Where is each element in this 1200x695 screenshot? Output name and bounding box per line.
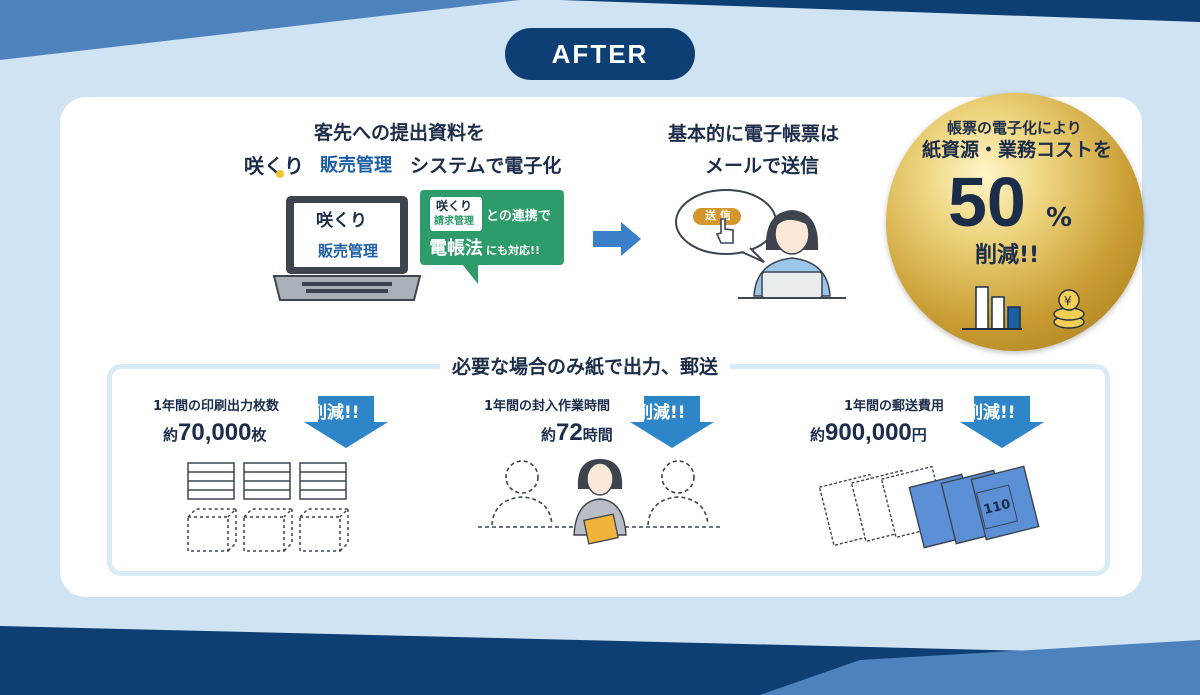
laptop-product: 販売管理 [318,242,379,260]
right-arrow-icon [593,222,641,256]
product-name: 販売管理 [320,155,392,176]
item2-down-arrow-icon [630,396,714,448]
bubble-law: 電帳法 [429,238,483,259]
step1-line2: システムで電子化 [410,155,562,177]
item2-value-row: 約72時間 [541,421,613,445]
paper-stacks-icon [187,462,350,552]
item2-cut: 削減!! [636,403,686,423]
medal-unit: % [1046,203,1073,233]
laptop-logo: 咲くり [316,211,367,231]
stamp-value: 110 [982,496,1012,518]
after-badge: AFTER [505,28,695,80]
bubble-product: 請求管理 [434,216,474,227]
item1-prefix: 約 [163,426,179,444]
item1-value: 70,000 [178,419,252,446]
item2-prefix: 約 [541,426,557,444]
item3-unit: 円 [911,426,927,444]
bubble-logo: 咲くり [436,199,473,213]
bubble-tail [462,264,478,284]
medal-line2: 紙資源・業務コストを [922,139,1113,161]
step1-line1: 客先への提出資料を [314,122,486,144]
item2-value: 72 [556,419,583,446]
item1-label: 1年間の印刷出力枚数 [153,399,280,414]
sakuri-logo: 咲くり [244,154,304,178]
bar-chart-icon [962,286,1022,330]
item2-unit: 時間 [582,426,613,444]
bubble-logo-box [430,197,482,231]
envelope-workers-icon [478,459,722,545]
item3-cut: 削減!! [966,403,1016,423]
item1-value-row: 約70,000枚 [163,421,266,445]
paper-section-title: 必要な場合のみ紙で出力、郵送 [440,352,731,379]
item3-down-arrow-icon [960,396,1044,448]
item3-prefix: 約 [810,426,826,444]
item1-unit: 枚 [251,426,267,444]
item3-value-row: 約900,000円 [810,421,927,445]
medal-line1: 帳票の電子化により [947,119,1082,137]
bubble-line2: にも対応!! [486,244,541,257]
woman-at-laptop-icon [738,210,846,299]
laptop-icon [272,196,422,301]
pointer-hand-icon [715,218,734,244]
step2-line2: メールで送信 [705,155,820,177]
yen-coin-icon: ¥ [1053,289,1085,329]
step2-line1: 基本的に電子帳票は [668,123,840,145]
send-button[interactable]: 送 信 [693,208,741,225]
send-button-label: 送 信 [705,209,731,222]
item3-label: 1年間の郵送費用 [844,399,945,414]
item1-cut: 削減!! [310,403,360,423]
svg-text:¥: ¥ [1064,294,1072,308]
logo-dot-icon [276,170,284,178]
item3-value: 900,000 [825,419,912,446]
item1-down-arrow-icon [304,396,388,448]
bubble-line1: との連携で [486,209,551,224]
item2-label: 1年間の封入作業時間 [484,399,611,414]
medal-number: 50 [948,163,1026,241]
medal-line3: 削減!! [975,243,1040,268]
